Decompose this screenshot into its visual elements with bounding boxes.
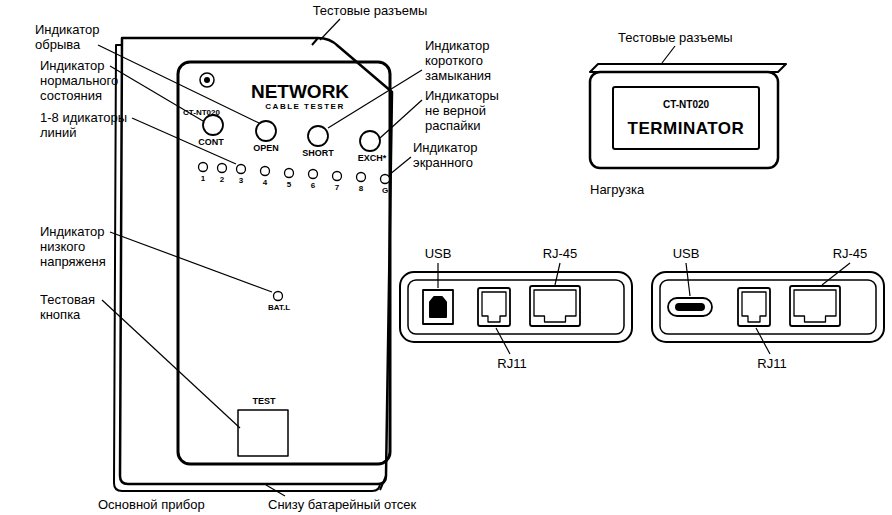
rj45-port — [530, 286, 580, 326]
battery-led — [274, 292, 283, 301]
port-label: RJ11 — [497, 356, 526, 371]
port-panel — [652, 272, 884, 342]
usb-b-port — [423, 290, 453, 324]
status-led — [360, 131, 380, 151]
line-number: 4 — [263, 178, 267, 187]
leader-line — [437, 263, 438, 288]
leader-line — [266, 485, 285, 496]
usb-b-tongue — [430, 297, 446, 317]
leader-line — [686, 263, 690, 296]
port-panel-inner — [408, 280, 624, 334]
line-number: 7 — [335, 183, 339, 192]
line-number: G — [382, 186, 388, 195]
led-label: BAT.L — [268, 303, 290, 312]
port-label: RJ-45 — [833, 246, 868, 261]
callout-label: Снизу батарейный отсек — [268, 497, 416, 512]
line-led — [237, 165, 246, 174]
port-label: USB — [425, 246, 452, 261]
callout-label: Индикатор короткого замыкания — [425, 38, 505, 83]
port-panel-inner — [660, 280, 876, 334]
port-panel — [400, 272, 632, 342]
line-number: 1 — [201, 174, 205, 183]
front-panel — [178, 62, 390, 464]
usb-c-port — [668, 298, 712, 316]
line-led — [381, 175, 390, 184]
rj45-port — [790, 286, 840, 326]
plate-text: CT-NT020 — [663, 99, 709, 111]
plate-text: TERMINATOR — [628, 119, 745, 138]
rj11-port — [478, 288, 510, 326]
led-label: OPEN — [253, 143, 279, 153]
part-name: Нагрузка — [590, 182, 644, 197]
line-led — [199, 163, 208, 172]
status-led — [308, 126, 328, 146]
rj11-port — [738, 288, 770, 326]
led-label: SHORT — [302, 148, 334, 158]
part-name: Основной прибор — [98, 497, 205, 512]
status-led — [203, 115, 223, 135]
status-led — [256, 121, 276, 141]
callout-label: Индикатор низкого напряженя — [40, 224, 115, 269]
callout-label: Индикатор обрыва — [35, 22, 115, 52]
callout-label: Тестовые разъемы — [313, 3, 428, 18]
line-led — [261, 167, 270, 176]
callout-label: Индикаторы не верной распайки — [425, 88, 507, 133]
line-led — [285, 169, 294, 178]
model-marking: CT-NT020 — [183, 108, 220, 117]
leader-line — [320, 19, 340, 40]
leader-line — [102, 300, 240, 428]
device-edge — [380, 476, 386, 490]
leader-line — [380, 100, 422, 138]
line-led — [218, 164, 227, 173]
rj11-port-opening — [482, 292, 506, 322]
device-body — [120, 38, 392, 484]
callout-label: Тестовые разъемы — [618, 30, 733, 45]
line-number: 6 — [311, 181, 315, 190]
label-plate: CT-NT020TERMINATOR — [612, 86, 760, 150]
leader-line — [389, 157, 411, 175]
rj45-port-opening — [534, 290, 576, 322]
leader-line — [822, 263, 850, 285]
button-label: TEST — [252, 396, 275, 406]
line-number: 3 — [239, 176, 243, 185]
leader-line — [132, 118, 236, 164]
callout-label: 1-8 идикаторы линий — [40, 110, 135, 140]
leader-line — [756, 328, 770, 354]
line-led — [309, 170, 318, 179]
rj11-port-opening — [742, 292, 766, 322]
leader-line — [110, 232, 272, 292]
logo — [200, 73, 214, 87]
usb-c-tongue — [676, 304, 704, 310]
logo-dot — [204, 77, 210, 83]
callout-label: Индикатор нормального состояния — [40, 58, 125, 103]
callout-label: Индикатор экранного — [413, 140, 493, 170]
port-label: RJ11 — [757, 356, 786, 371]
callout-label: Тестовая кнопка — [40, 292, 110, 322]
led-label: EXCH* — [358, 153, 387, 163]
terminator-body — [590, 72, 778, 168]
test-button — [238, 410, 288, 456]
line-number: 2 — [220, 175, 224, 184]
device-subtitle: CABLE TESTER — [265, 102, 344, 112]
device-title: NETWORK — [251, 82, 349, 102]
port-label: RJ-45 — [543, 246, 578, 261]
leader-line — [496, 328, 510, 354]
rj45-port-opening — [794, 290, 836, 322]
line-number: 5 — [287, 180, 291, 189]
leader-line — [555, 263, 560, 285]
line-number: 8 — [359, 184, 363, 193]
line-led — [357, 173, 366, 182]
line-led — [333, 172, 342, 181]
port-label: USB — [673, 246, 700, 261]
device-edge — [312, 38, 318, 45]
leader-line — [662, 46, 675, 63]
led-label: CONT — [198, 137, 224, 147]
